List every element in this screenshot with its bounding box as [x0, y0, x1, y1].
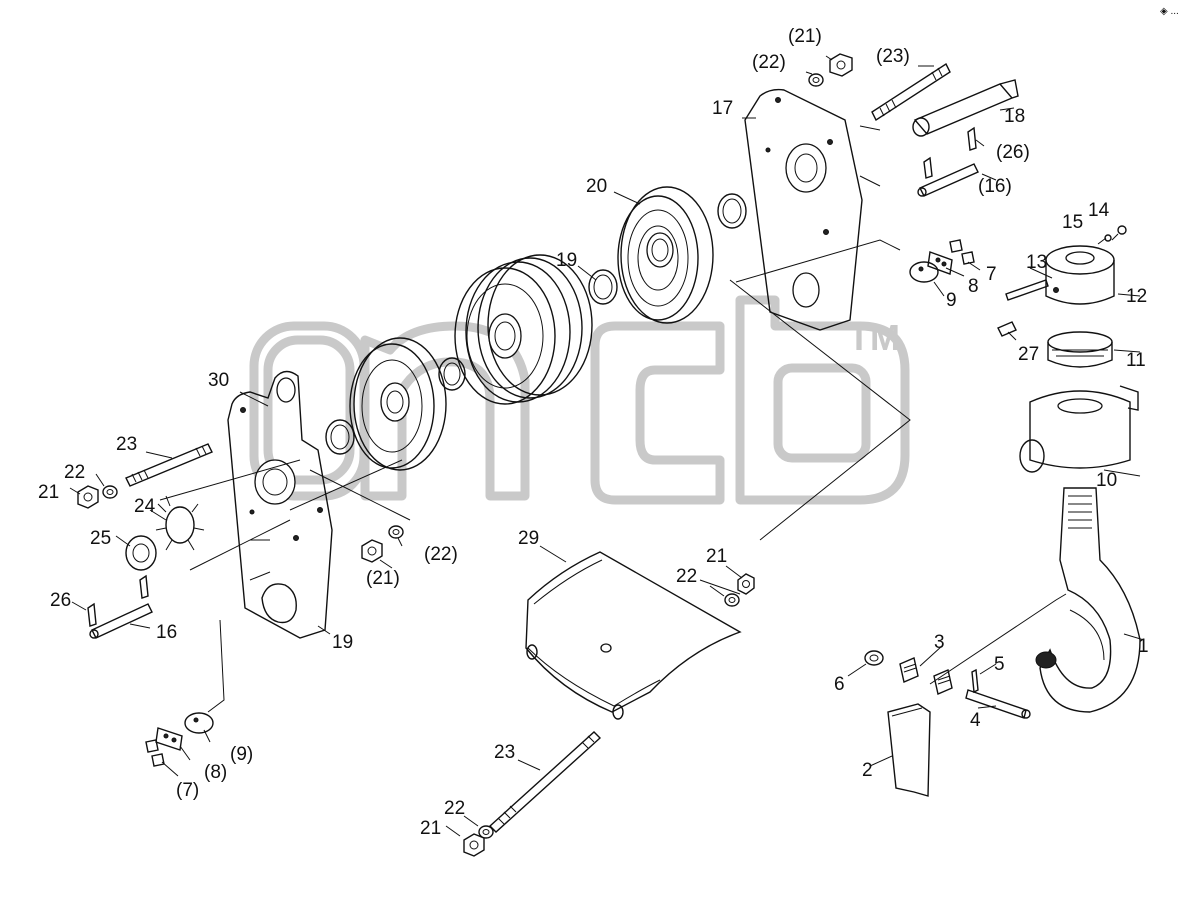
label-27: 27 — [1018, 344, 1039, 365]
split-pin-26-left — [87, 574, 149, 627]
label-21-bottom: 21 — [420, 818, 441, 839]
label-6: 6 — [834, 674, 845, 695]
tab-washer-24 — [155, 495, 205, 551]
split-pin-26-top — [923, 126, 977, 179]
washer-22-top — [808, 73, 824, 87]
pin-16-top — [917, 163, 979, 197]
label-20: 20 — [586, 176, 607, 197]
nut-21-top — [829, 53, 853, 77]
washer-22-left — [102, 485, 118, 499]
label-7-top: 7 — [986, 264, 997, 285]
label-19-top: 19 — [556, 250, 577, 271]
label-30: 30 — [208, 370, 229, 391]
spacer-ring-19 — [588, 269, 618, 305]
part-labels: 1 2 3 4 5 6 7 8 9 10 11 12 13 14 15 (16)… — [38, 26, 1149, 839]
label-17: 17 — [712, 98, 733, 119]
pin-4 — [965, 689, 1031, 719]
bolt-23-bottom — [488, 731, 602, 833]
spacer-ring-near-17 — [717, 193, 747, 229]
sheave-multi-groove — [454, 254, 593, 405]
lock-plate-9-top — [909, 261, 939, 283]
washer-22-plate — [388, 525, 404, 539]
lock-plate-9-bottom — [184, 712, 214, 734]
label-10: 10 — [1096, 470, 1117, 491]
grease-fitting-27 — [997, 321, 1017, 337]
washer-15 — [1104, 234, 1112, 242]
stop-plate-8-bottom — [155, 727, 183, 751]
washer-6 — [864, 650, 884, 666]
label-26-left: 26 — [50, 590, 71, 611]
bolt-23-top — [871, 62, 951, 122]
label-13: 13 — [1026, 252, 1047, 273]
label-16-left: 16 — [156, 622, 177, 643]
label-9-top: 9 — [946, 290, 957, 311]
stop-plate-8-top — [927, 251, 953, 275]
nut-21-plate — [361, 539, 383, 563]
label-23-top: (23) — [876, 46, 910, 67]
label-5: 5 — [994, 654, 1005, 675]
label-25: 25 — [90, 528, 111, 549]
nut-14 — [1117, 225, 1127, 235]
label-8-top: 8 — [968, 276, 979, 297]
sheave-20 — [617, 186, 714, 324]
label-16-top: (16) — [978, 176, 1012, 197]
thrust-bearing-11 — [1047, 331, 1113, 368]
label-9-bottom: (9) — [230, 744, 253, 765]
corner-mark: ◈ ... — [1160, 6, 1179, 17]
label-4: 4 — [970, 710, 981, 731]
trademark-text: TM — [848, 317, 900, 358]
label-21-left2: (21) — [366, 568, 400, 589]
spring-3 — [899, 657, 953, 695]
label-18: 18 — [1004, 106, 1025, 127]
label-21-mid: 21 — [706, 546, 727, 567]
side-plate-17 — [744, 88, 863, 331]
label-11: 11 — [1126, 350, 1146, 371]
label-29: 29 — [518, 528, 539, 549]
nut-21-bottom — [463, 833, 485, 857]
label-15: 15 — [1062, 212, 1083, 233]
spacer-ring-front — [325, 419, 355, 455]
washer-22-bottom — [478, 825, 494, 839]
label-2: 2 — [862, 760, 873, 781]
side-plate-19 — [227, 370, 333, 639]
crosshead-10 — [1019, 385, 1139, 473]
nut-21-mid — [737, 573, 755, 595]
sheave-front — [349, 337, 447, 471]
washer-22-mid — [724, 593, 740, 607]
label-19-left: 19 — [332, 632, 353, 653]
bolt-23-left — [125, 443, 213, 487]
label-7-bottom: (7) — [176, 780, 199, 801]
label-24: 24 — [134, 496, 156, 517]
watermark-logo: TM — [249, 295, 910, 505]
set-screw-13 — [1005, 279, 1049, 301]
label-12: 12 — [1126, 286, 1147, 307]
label-22-mid: 22 — [676, 566, 697, 587]
label-21-top: (21) — [788, 26, 822, 47]
rope-guard-29 — [525, 551, 742, 720]
label-3: 3 — [934, 632, 945, 653]
housing-12 — [1045, 245, 1115, 305]
label-1: 1 — [1138, 636, 1149, 657]
label-21-left: 21 — [38, 482, 59, 503]
leader-lines — [69, 55, 1145, 837]
spacer-ring-mid — [438, 357, 466, 391]
label-22-left2: (22) — [424, 544, 458, 565]
label-23-bottom: 23 — [494, 742, 515, 763]
label-8-bottom: (8) — [204, 762, 227, 783]
label-23-left: 23 — [116, 434, 137, 455]
nut-21-left — [77, 485, 99, 509]
label-26-top: (26) — [996, 142, 1030, 163]
label-14: 14 — [1088, 200, 1110, 221]
label-22-left: 22 — [64, 462, 85, 483]
split-pin-5 — [971, 668, 979, 694]
label-22-bottom: 22 — [444, 798, 465, 819]
latch-2 — [887, 703, 931, 797]
round-nut-25 — [125, 535, 157, 571]
bolt-7-top — [949, 239, 975, 265]
label-22-top: (22) — [752, 52, 786, 73]
axle-shaft-18 — [912, 79, 1019, 137]
pin-16-left — [89, 603, 153, 639]
hook-1 — [1035, 487, 1141, 713]
